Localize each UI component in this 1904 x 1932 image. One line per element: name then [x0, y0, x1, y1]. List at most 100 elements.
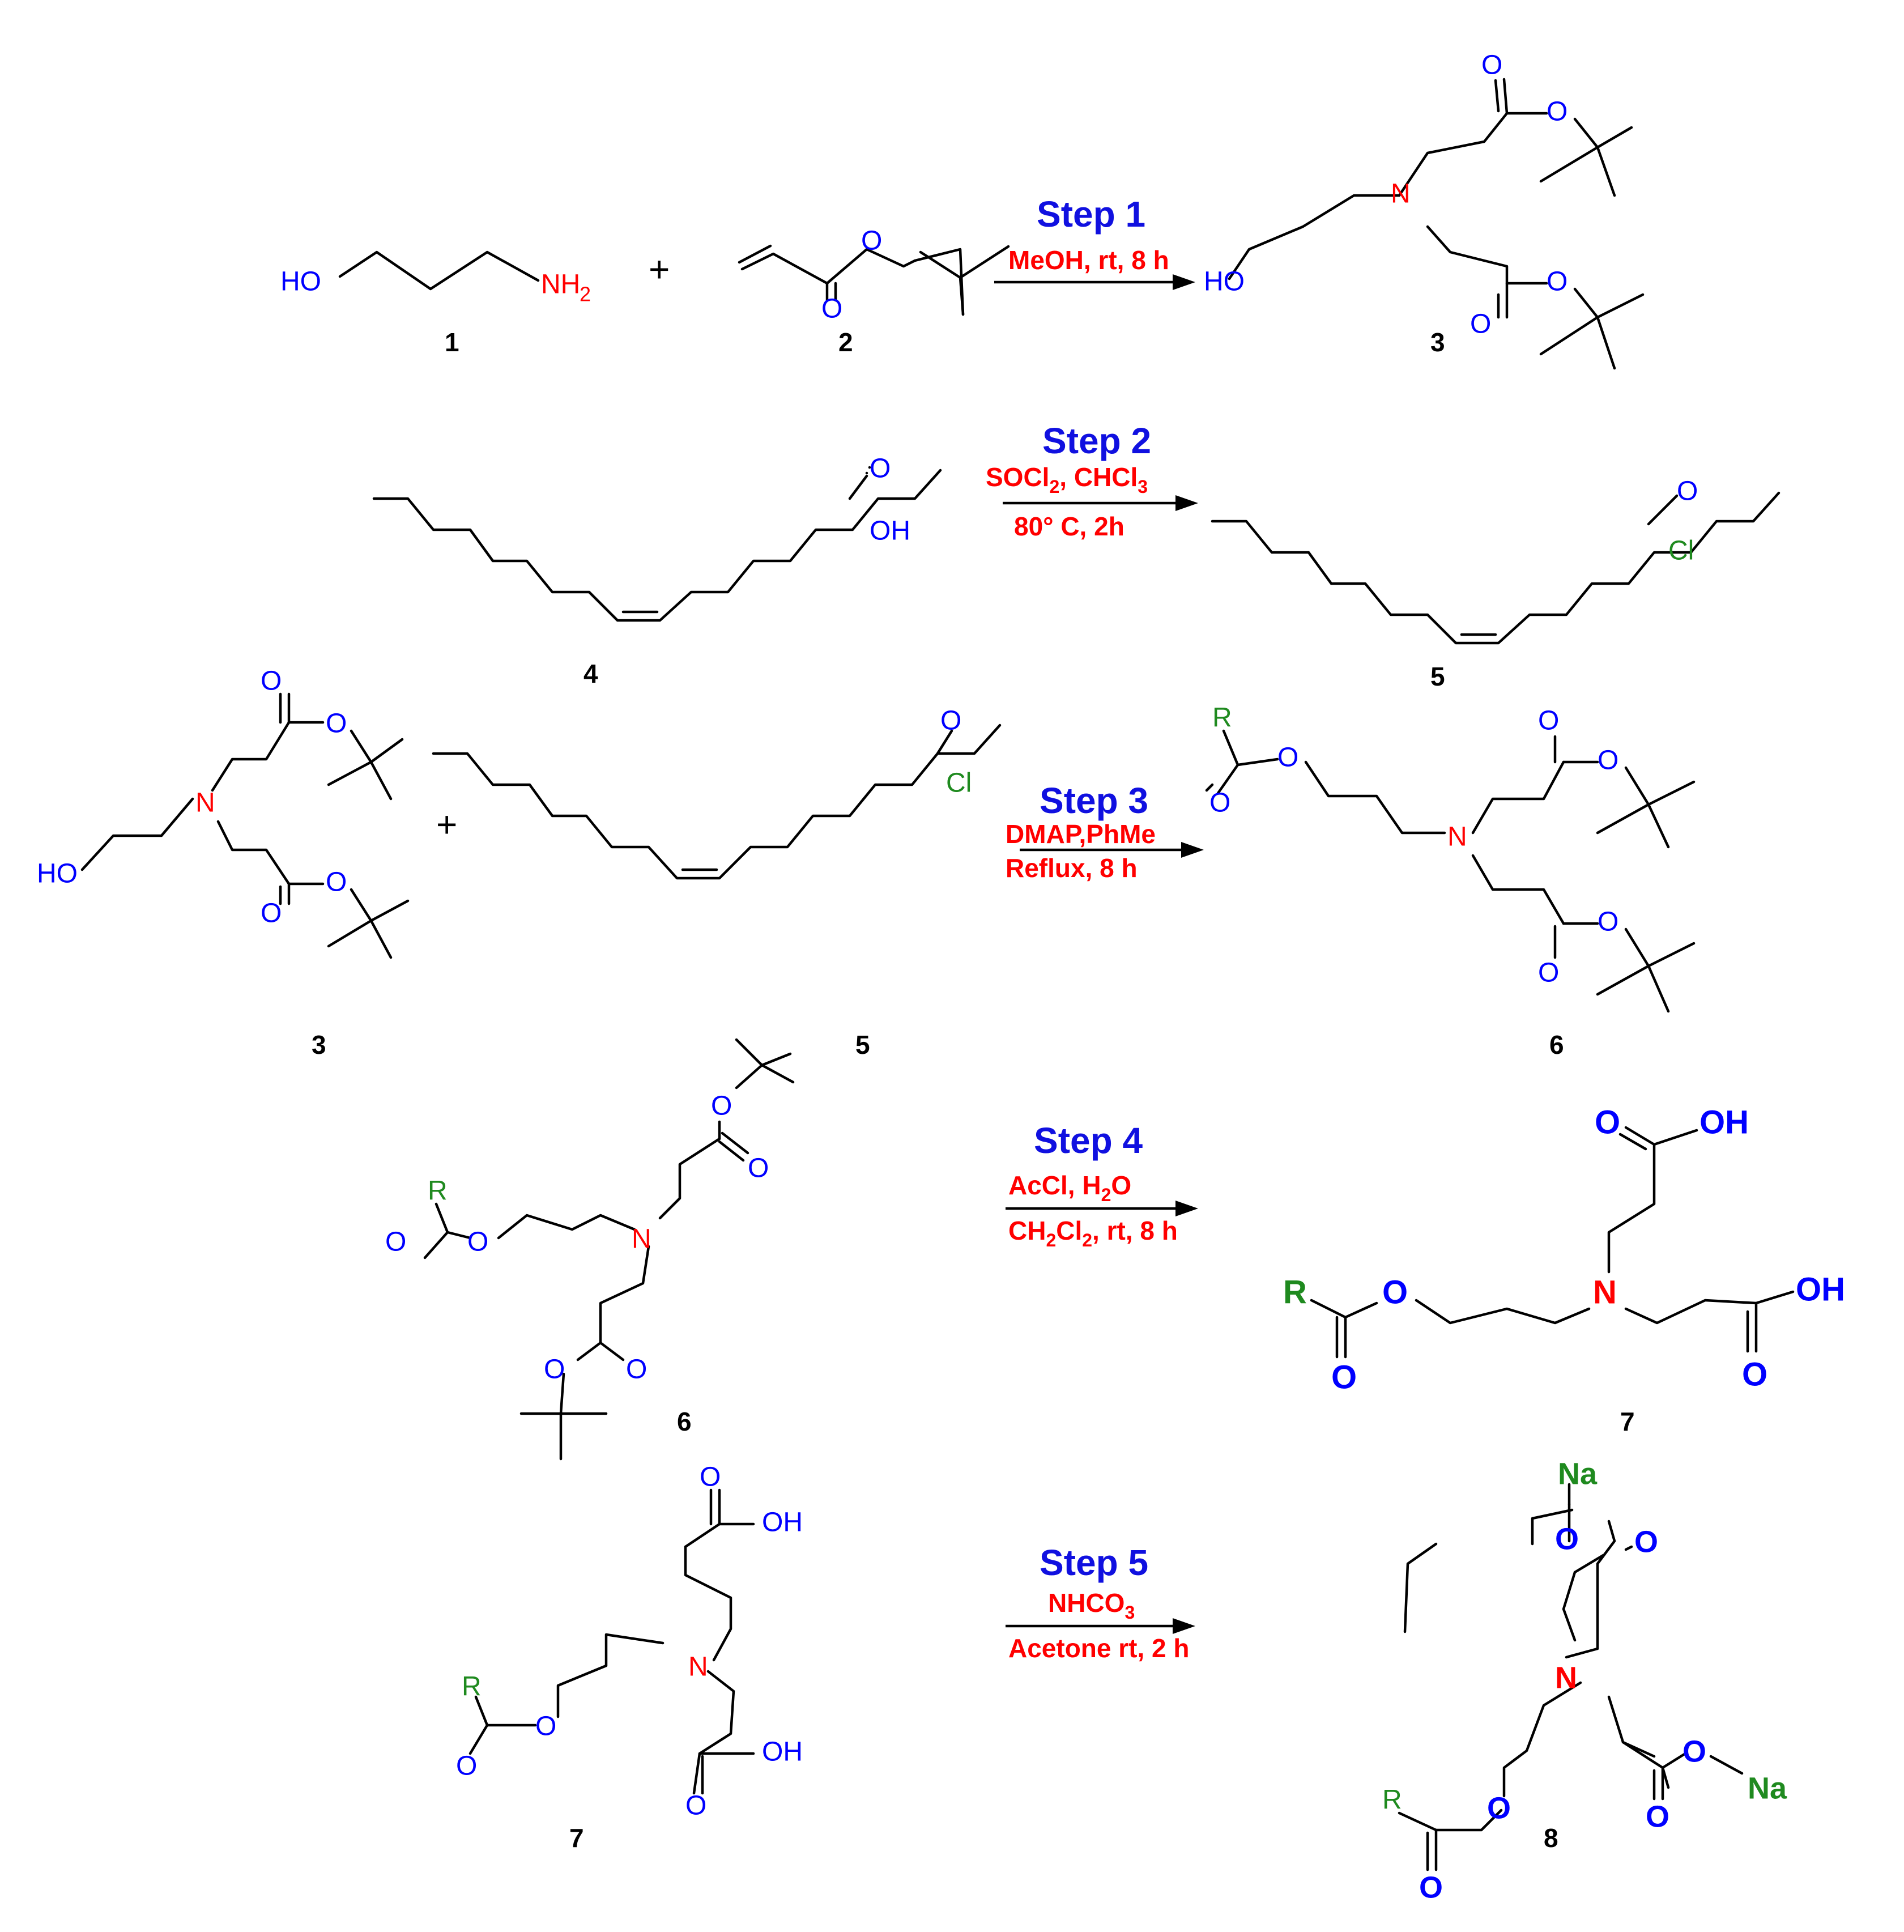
atom-O: O [1419, 1870, 1443, 1904]
atom-subscript: 2 [580, 283, 591, 306]
atom-HO: HO [1204, 267, 1245, 297]
atom-N: N [1391, 179, 1411, 209]
atom-O: O [1682, 1734, 1706, 1768]
atom-O: O [535, 1712, 556, 1742]
step-1-title: Step 1 [1037, 194, 1145, 235]
atom-O: O [1331, 1359, 1357, 1395]
atom-N: N [1593, 1274, 1617, 1310]
atom-O: O [1481, 50, 1502, 80]
atom-N: N [688, 1652, 708, 1682]
atom-OH: OH [762, 1737, 803, 1767]
atom-N: N [1555, 1661, 1577, 1695]
step-1-conditions: MeOH, rt, 8 h [1008, 245, 1169, 275]
compound-number-7-left: 7 [569, 1823, 584, 1853]
compound-number-5-middle: 5 [855, 1030, 870, 1059]
compound-number-2: 2 [838, 327, 853, 357]
atom-R: R [428, 1176, 448, 1206]
atom-O: O [1277, 743, 1298, 773]
atom-O: O [261, 899, 282, 929]
step-4-conditions-2: CH2Cl2, rt, 8 h [1008, 1216, 1178, 1250]
atom-OH: OH [762, 1508, 803, 1538]
atom-O: O [1487, 1791, 1511, 1825]
atom-O: O [1382, 1274, 1408, 1310]
compound-7-left: R O O N O OH O OH [456, 1462, 803, 1821]
atom-O: O [1595, 1104, 1620, 1141]
step-3-title: Step 3 [1040, 780, 1148, 821]
compound-4: O OH [372, 454, 942, 622]
atom-O: O [467, 1227, 488, 1257]
atom-O: O [711, 1091, 732, 1121]
compound-2: O O [738, 226, 1010, 324]
step-2: Step 2 SOCl2, CHCl3 80° C, 2h [986, 420, 1198, 541]
atom-N: N [1447, 822, 1467, 852]
compound-1: HO NH 2 [280, 250, 591, 306]
atom-HO: HO [37, 859, 78, 889]
atom-O: O [326, 867, 347, 897]
atom-R: R [1283, 1274, 1307, 1310]
atom-N: N [632, 1224, 651, 1254]
atom-O: O [326, 709, 347, 739]
step-3: Step 3 DMAP,PhMe Reflux, 8 h [1006, 780, 1204, 883]
atom-O: O [1646, 1799, 1669, 1833]
atom-O: O [1547, 97, 1568, 127]
atom-R: R [462, 1672, 482, 1702]
compound-5-middle: O Cl [432, 706, 1002, 880]
step-2-title: Step 2 [1042, 420, 1151, 461]
step-3-conditions-2: Reflux, 8 h [1006, 853, 1138, 883]
atom-HO: HO [280, 267, 321, 297]
atom-O: O [1555, 1522, 1579, 1556]
atom-O: O [626, 1355, 647, 1385]
atom-O: O [1538, 706, 1559, 736]
atom-OH: OH [870, 516, 910, 546]
atom-O: O [821, 294, 842, 324]
atom-Na: Na [1558, 1457, 1598, 1491]
atom-O: O [456, 1751, 477, 1781]
atom-Cl: Cl [946, 768, 972, 798]
compound-number-3-left: 3 [312, 1030, 326, 1059]
compound-number-8: 8 [1544, 1823, 1558, 1853]
compound-7-right: R O O N O OH OH O [1283, 1104, 1845, 1395]
atom-O: O [544, 1355, 565, 1385]
atom-O: O [261, 666, 282, 696]
compound-number-3: 3 [1430, 327, 1445, 357]
atom-O: O [1547, 267, 1568, 297]
atom-O: O [1598, 907, 1618, 937]
step-4: Step 4 AcCl, H2O CH2Cl2, rt, 8 h [1006, 1120, 1198, 1250]
atom-OH: OH [1699, 1104, 1749, 1141]
atom-O: O [940, 706, 961, 736]
step-1: Step 1 MeOH, rt, 8 h [994, 194, 1195, 290]
atom-O: O [1538, 958, 1559, 988]
step-5-conditions-1: NHCO3 [1048, 1588, 1135, 1623]
atom-O: O [1677, 476, 1698, 507]
plus-sign: + [436, 804, 457, 845]
atom-O: O [748, 1154, 769, 1184]
step-2-conditions-1: SOCl2, CHCl3 [986, 462, 1148, 497]
atom-O: O [1634, 1525, 1658, 1559]
atom-O: O [685, 1791, 706, 1821]
step-5: Step 5 NHCO3 Acetone rt, 2 h [1006, 1542, 1195, 1663]
atom-O: O [700, 1462, 721, 1492]
compound-8: Na O O N O Na O O R O [1382, 1457, 1787, 1904]
step-5-conditions-2: Acetone rt, 2 h [1008, 1633, 1190, 1663]
compound-number-5: 5 [1430, 662, 1445, 691]
compound-3-top: HO N O O O O [1204, 50, 1645, 370]
atom-R: R [1382, 1785, 1402, 1815]
compound-number-1: 1 [445, 327, 459, 357]
compound-number-7-right: 7 [1620, 1407, 1635, 1436]
plus-sign: + [649, 249, 670, 290]
step-4-conditions-1: AcCl, H2O [1008, 1171, 1131, 1205]
atom-Cl: Cl [1668, 536, 1694, 566]
atom-N: N [195, 788, 215, 818]
step-5-title: Step 5 [1040, 1542, 1148, 1583]
atom-Na: Na [1748, 1771, 1787, 1805]
atom-O: O [1742, 1356, 1767, 1393]
atom-O: O [861, 226, 882, 256]
atom-NH: NH [541, 270, 580, 300]
atom-O: O [870, 454, 891, 484]
compound-6-left: R O O N O O O O [385, 1038, 795, 1461]
atom-O: O [1209, 788, 1230, 818]
compound-number-4: 4 [583, 659, 598, 688]
atom-OH: OH [1796, 1271, 1845, 1308]
atom-O: O [1598, 746, 1618, 776]
